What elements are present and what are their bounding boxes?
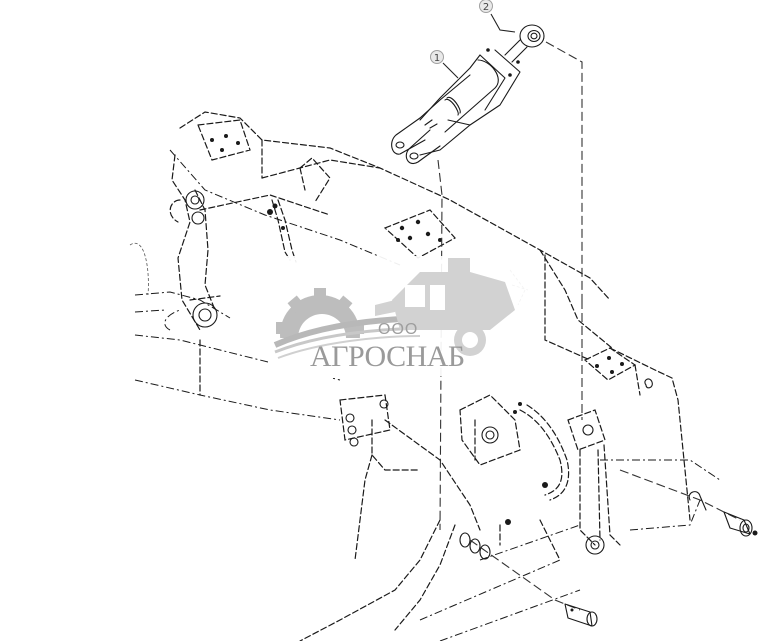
frame-lower-arm <box>299 519 581 641</box>
assembly-lines <box>437 41 741 611</box>
hydraulic-cylinder <box>391 24 545 164</box>
frame-center-brackets <box>339 394 721 561</box>
callout-1: 1 <box>430 50 459 79</box>
combine-harvester-icon <box>375 258 515 356</box>
pin-right <box>723 511 758 537</box>
callout-2-leader <box>490 13 516 33</box>
callout-2: 2 <box>479 0 516 33</box>
callout-2-label: 2 <box>483 2 489 13</box>
frame-lower-beam <box>129 242 341 421</box>
callout-1-leader <box>442 62 459 79</box>
frame-main-beam <box>169 111 691 521</box>
watermark: ООО АГРОСНАБ <box>268 256 543 378</box>
gear-icon <box>270 288 380 378</box>
pin-bottom <box>564 603 598 627</box>
callout-1-circle <box>430 50 444 64</box>
watermark-prefix: ООО <box>378 321 418 338</box>
callout-1-label: 1 <box>434 53 440 64</box>
callout-2-circle <box>479 0 493 13</box>
watermark-name: АГРОСНАБ <box>310 340 465 373</box>
